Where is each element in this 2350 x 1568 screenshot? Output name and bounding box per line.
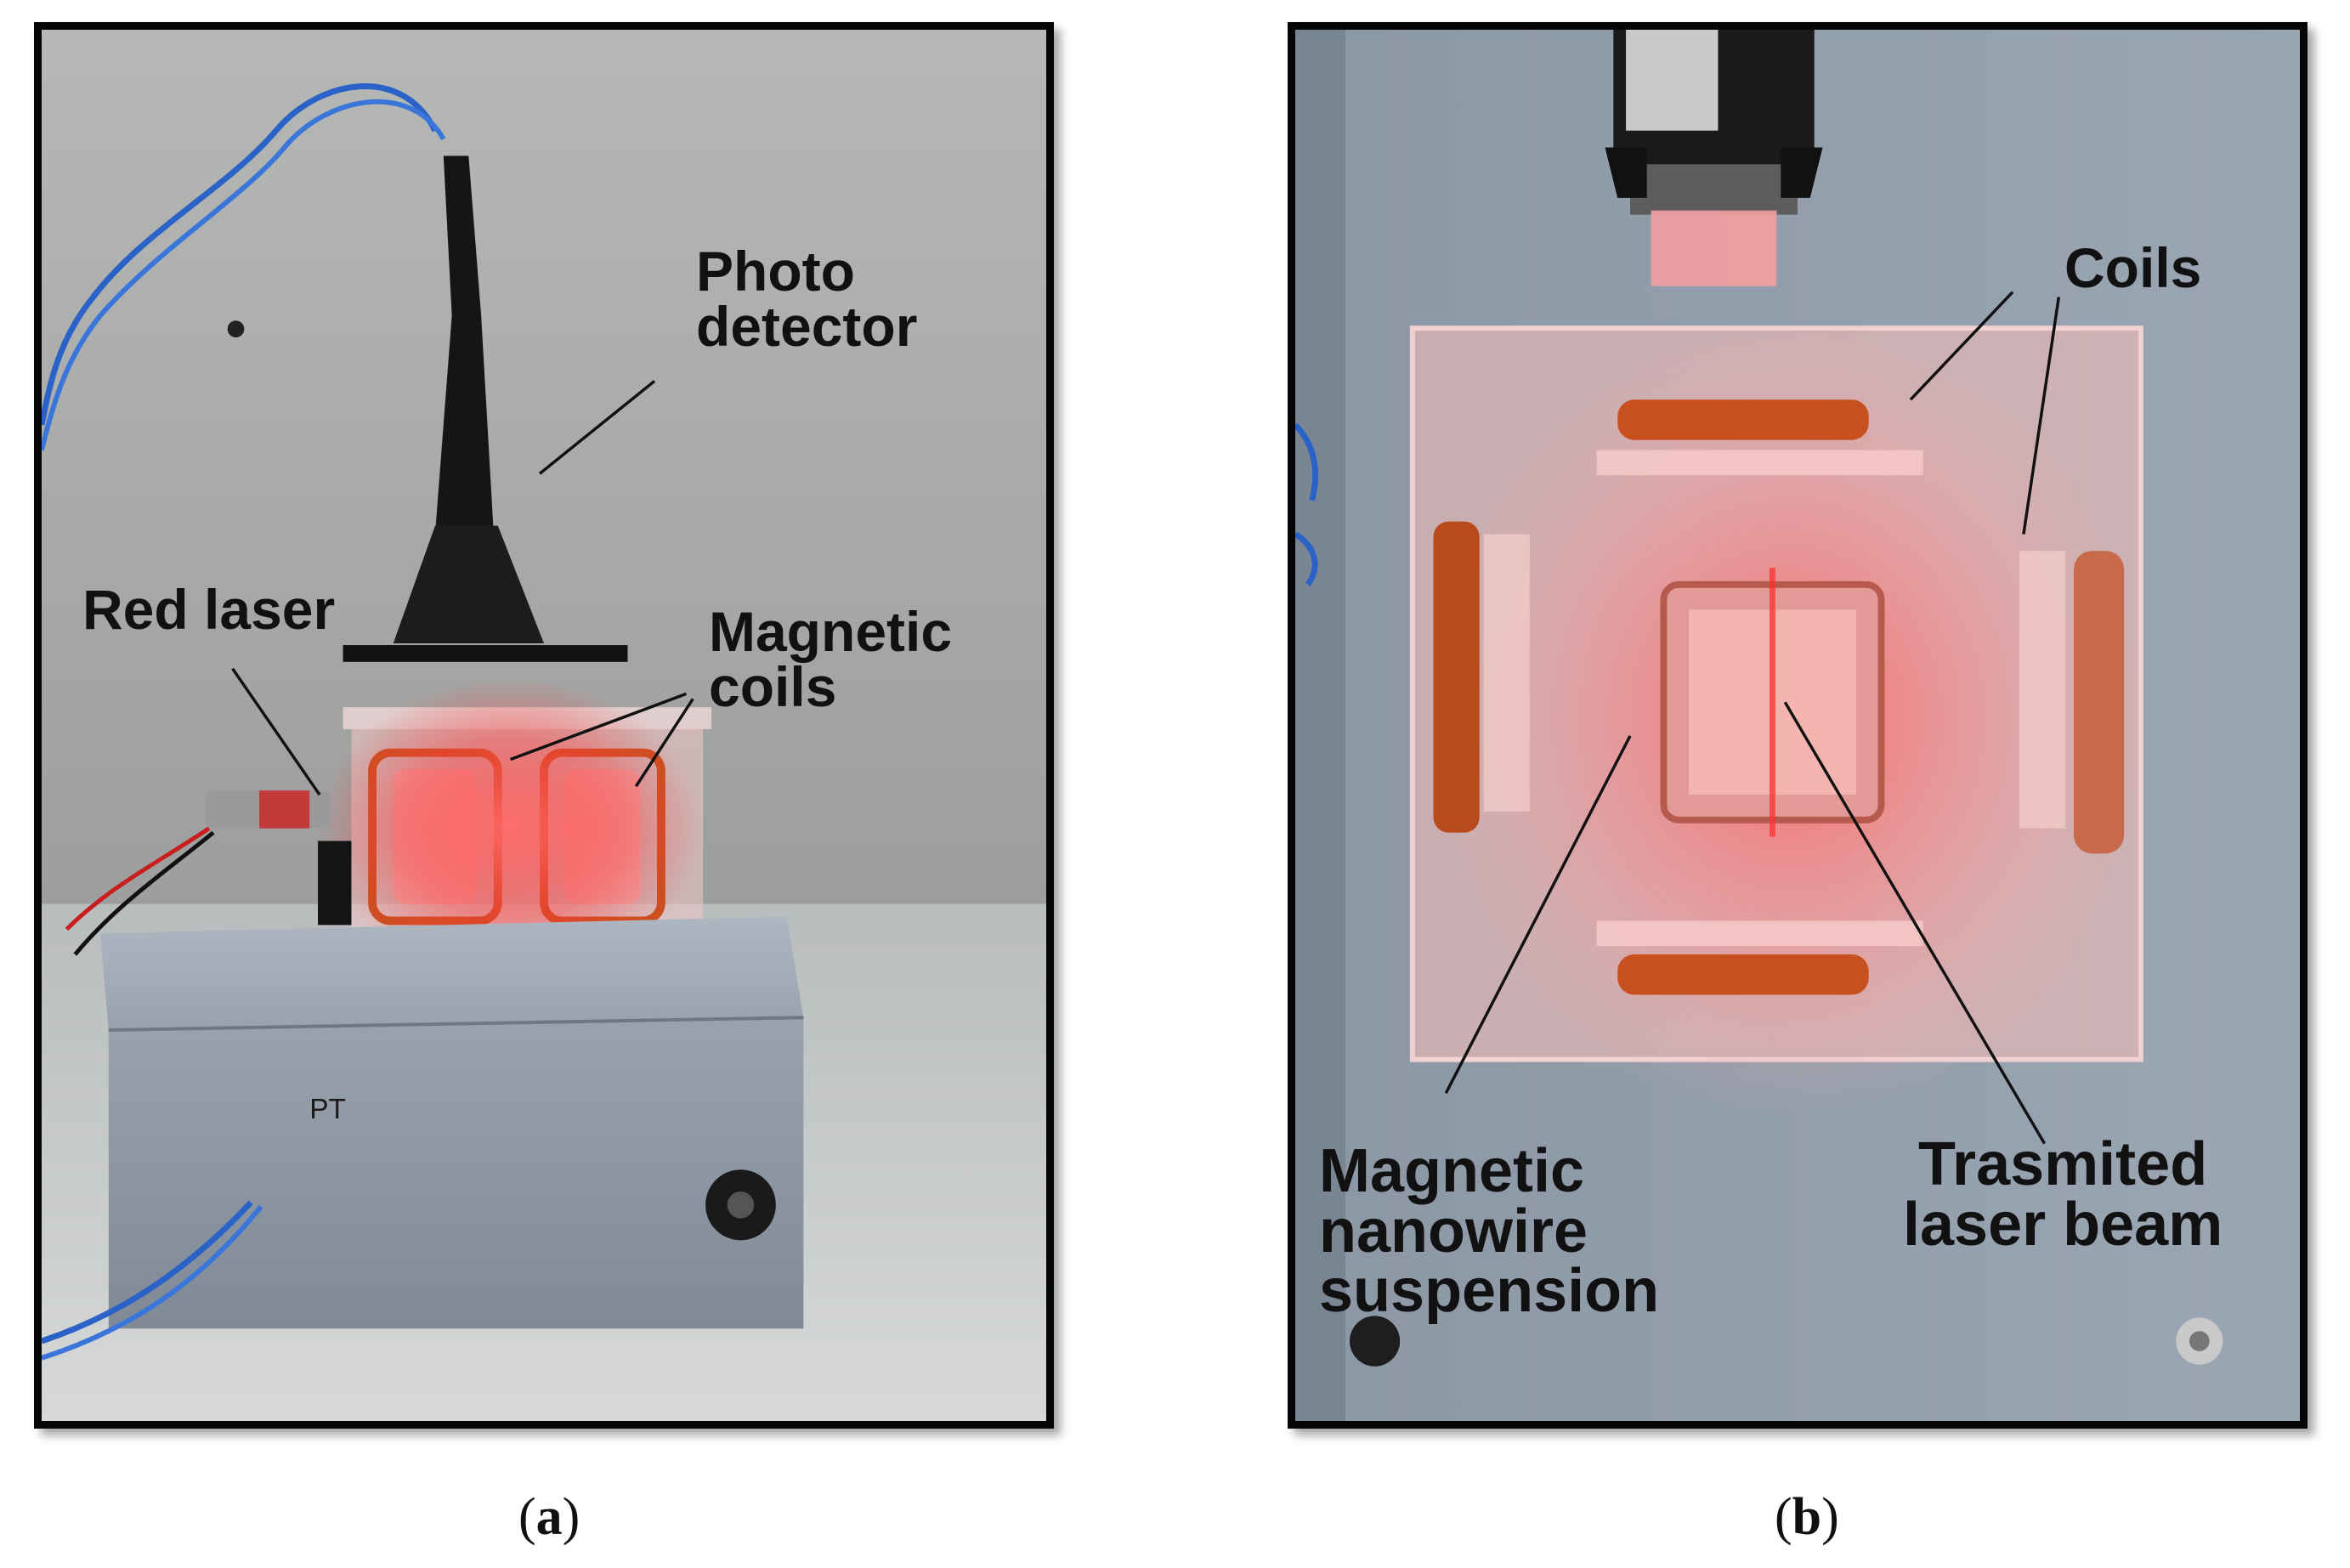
label-coils: Coils [2064, 236, 2202, 299]
magnetic-coils-leader-line-1 [509, 692, 688, 761]
caption-a: (a) [518, 1487, 580, 1548]
photo-apparatus-top-view [1295, 30, 2300, 1421]
label-nanowire-line-1: Magnetic [1319, 1137, 1585, 1205]
coils-leader-line-1 [1909, 291, 2014, 401]
magnetic-coils-leader-line-2 [634, 698, 694, 788]
caption-a-letter: a [535, 1488, 563, 1546]
caption-a-close: ) [562, 1488, 580, 1546]
caption-b-close: ) [1821, 1488, 1839, 1546]
photo-panel-b: Coils Magnetic nanowire suspension Trasm… [1288, 22, 2308, 1429]
caption-b-open: ( [1775, 1488, 1792, 1546]
label-beam-line-2: laser beam [1903, 1190, 2223, 1259]
label-transmitted-laser-beam: Trasmited laser beam [1903, 1130, 2223, 1259]
label-photo-detector: Photo detector [696, 240, 918, 358]
coils-leader-line-2 [2022, 297, 2061, 535]
label-nanowire-line-3: suspension [1319, 1257, 1660, 1326]
label-photo-detector-line-1: Photo [696, 240, 855, 303]
label-magnetic-coils-line-2: coils [709, 654, 837, 718]
laser-beam-leader-line [1783, 701, 2047, 1145]
label-magnetic-nanowire-suspension: Magnetic nanowire suspension [1319, 1141, 1659, 1322]
label-magnetic-coils-line-1: Magnetic [709, 600, 953, 663]
label-nanowire-line-2: nanowire [1319, 1197, 1588, 1265]
caption-b-letter: b [1792, 1488, 1822, 1546]
label-beam-line-1: Trasmited [1918, 1130, 2208, 1198]
photo-detector-leader-line [538, 380, 656, 475]
box-pt-marking: PT [309, 1094, 346, 1125]
caption-a-open: ( [518, 1488, 536, 1546]
nanowire-leader-line [1444, 735, 1632, 1095]
photo-apparatus-side-view: PT [42, 30, 1046, 1421]
label-red-laser: Red laser [82, 578, 336, 641]
label-photo-detector-line-2: detector [696, 294, 918, 358]
photo-panel-a: PT Photo detector Red laser Magnetic coi… [34, 22, 1054, 1429]
label-magnetic-coils: Magnetic coils [709, 600, 953, 718]
red-laser-leader-line [231, 667, 321, 796]
caption-b: (b) [1775, 1487, 1839, 1548]
